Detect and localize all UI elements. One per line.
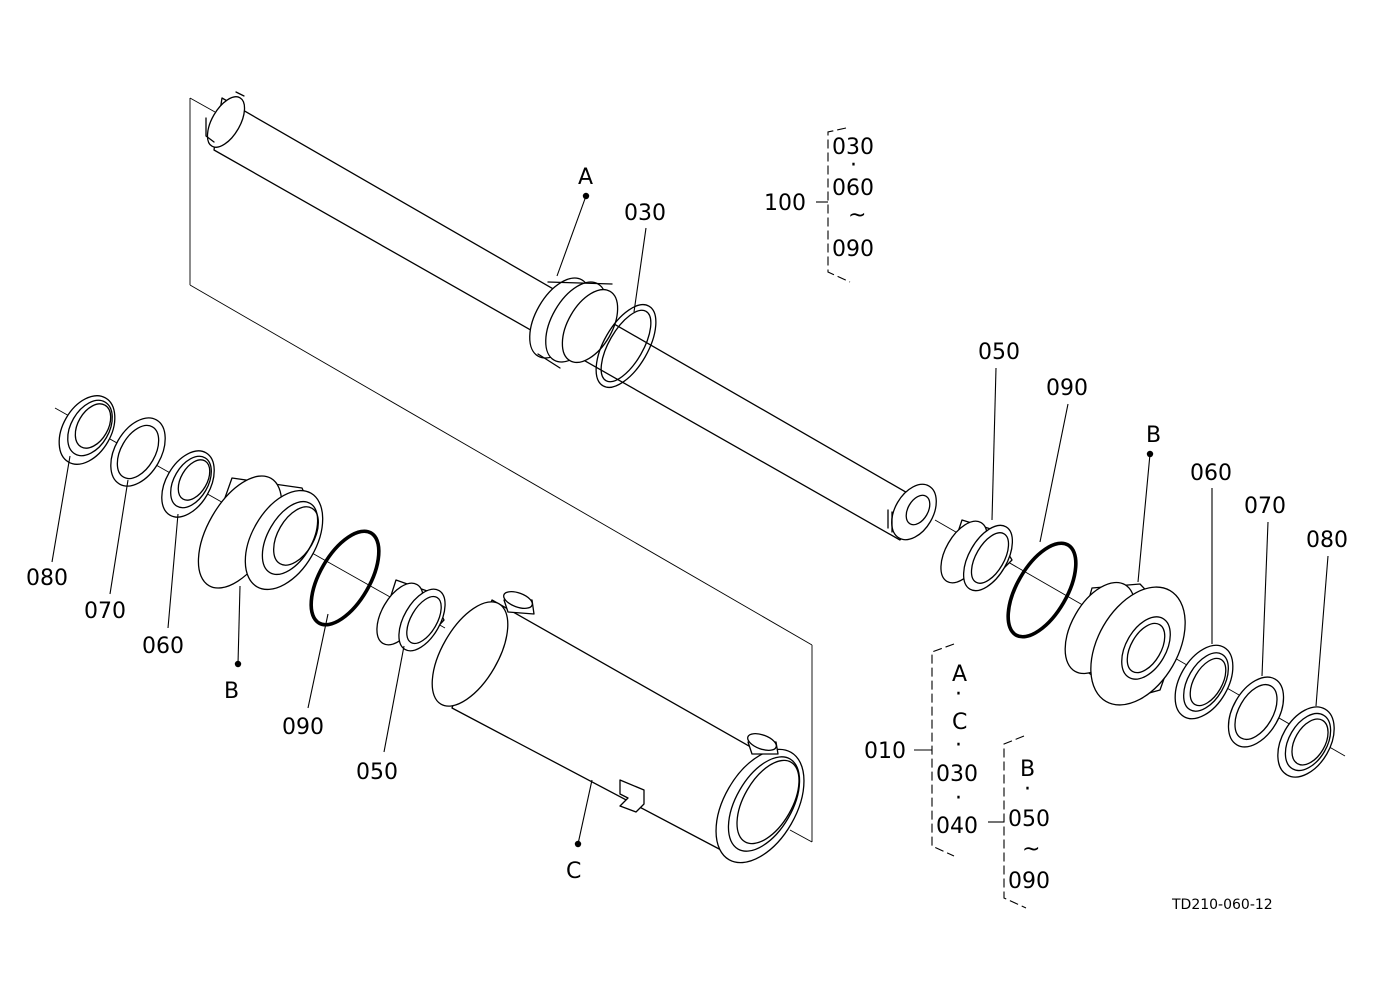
ring-030: [595, 304, 657, 388]
oring-090-right: [1006, 541, 1078, 639]
seal-080-right: [1277, 706, 1335, 778]
label-100-sep: ·: [850, 153, 857, 178]
label-070-right: 070: [1244, 494, 1286, 519]
bushing-050-left: [376, 579, 446, 652]
label-070-left: 070: [84, 599, 126, 624]
label-010-030: 030: [936, 762, 978, 787]
label-010-040: 040: [936, 814, 978, 839]
label-c-tube: C: [566, 859, 581, 884]
label-010-sep2: ·: [955, 733, 962, 758]
label-090-right: 090: [1046, 376, 1088, 401]
gland-b-left: [197, 475, 324, 591]
gland-b-right: [1064, 581, 1186, 706]
label-090-left: 090: [282, 715, 324, 740]
leader-lines: [51, 192, 1329, 848]
label-030-rod: 030: [624, 201, 666, 226]
label-100-tilde: ~: [848, 203, 866, 228]
label-sub-sep: ·: [1024, 777, 1031, 802]
washer-070-left: [110, 417, 166, 487]
label-b-left: B: [224, 679, 239, 704]
piston-rod: [205, 91, 937, 541]
bushing-050-right: [940, 519, 1014, 592]
brace-010: [914, 643, 955, 857]
label-010: 010: [864, 739, 906, 764]
label-sub-tilde: ~: [1022, 837, 1040, 862]
label-sub-050: 050: [1008, 807, 1050, 832]
assembly-frame: [189, 97, 813, 843]
drawing-code: TD210-060-12: [1171, 897, 1273, 913]
label-010-a: A: [952, 662, 967, 687]
label-080-right: 080: [1306, 528, 1348, 553]
label-010-sep1: ·: [955, 682, 962, 707]
label-010-sep3: ·: [955, 786, 962, 811]
brace-b-group: [988, 735, 1027, 909]
label-100-090: 090: [832, 237, 874, 262]
label-050-left: 050: [356, 760, 398, 785]
label-a-rod: A: [578, 165, 593, 190]
label-100-030: 030: [832, 135, 874, 160]
washer-070-right: [1227, 676, 1285, 748]
cylinder-tube: [431, 591, 805, 864]
oring-090-left: [309, 529, 381, 627]
label-100-060: 060: [832, 176, 874, 201]
label-sub-b: B: [1020, 757, 1035, 782]
seal-060-right: [1174, 644, 1234, 720]
label-060-right: 060: [1190, 461, 1232, 486]
label-060-left: 060: [142, 634, 184, 659]
label-100: 100: [764, 191, 806, 216]
seal-080-left: [58, 395, 116, 465]
label-sub-090: 090: [1008, 869, 1050, 894]
label-050-right: 050: [978, 340, 1020, 365]
seal-060-left: [161, 450, 215, 518]
label-080-left: 080: [26, 566, 68, 591]
label-010-c: C: [952, 710, 967, 735]
label-b-right: B: [1146, 423, 1161, 448]
brace-100: [816, 127, 851, 283]
